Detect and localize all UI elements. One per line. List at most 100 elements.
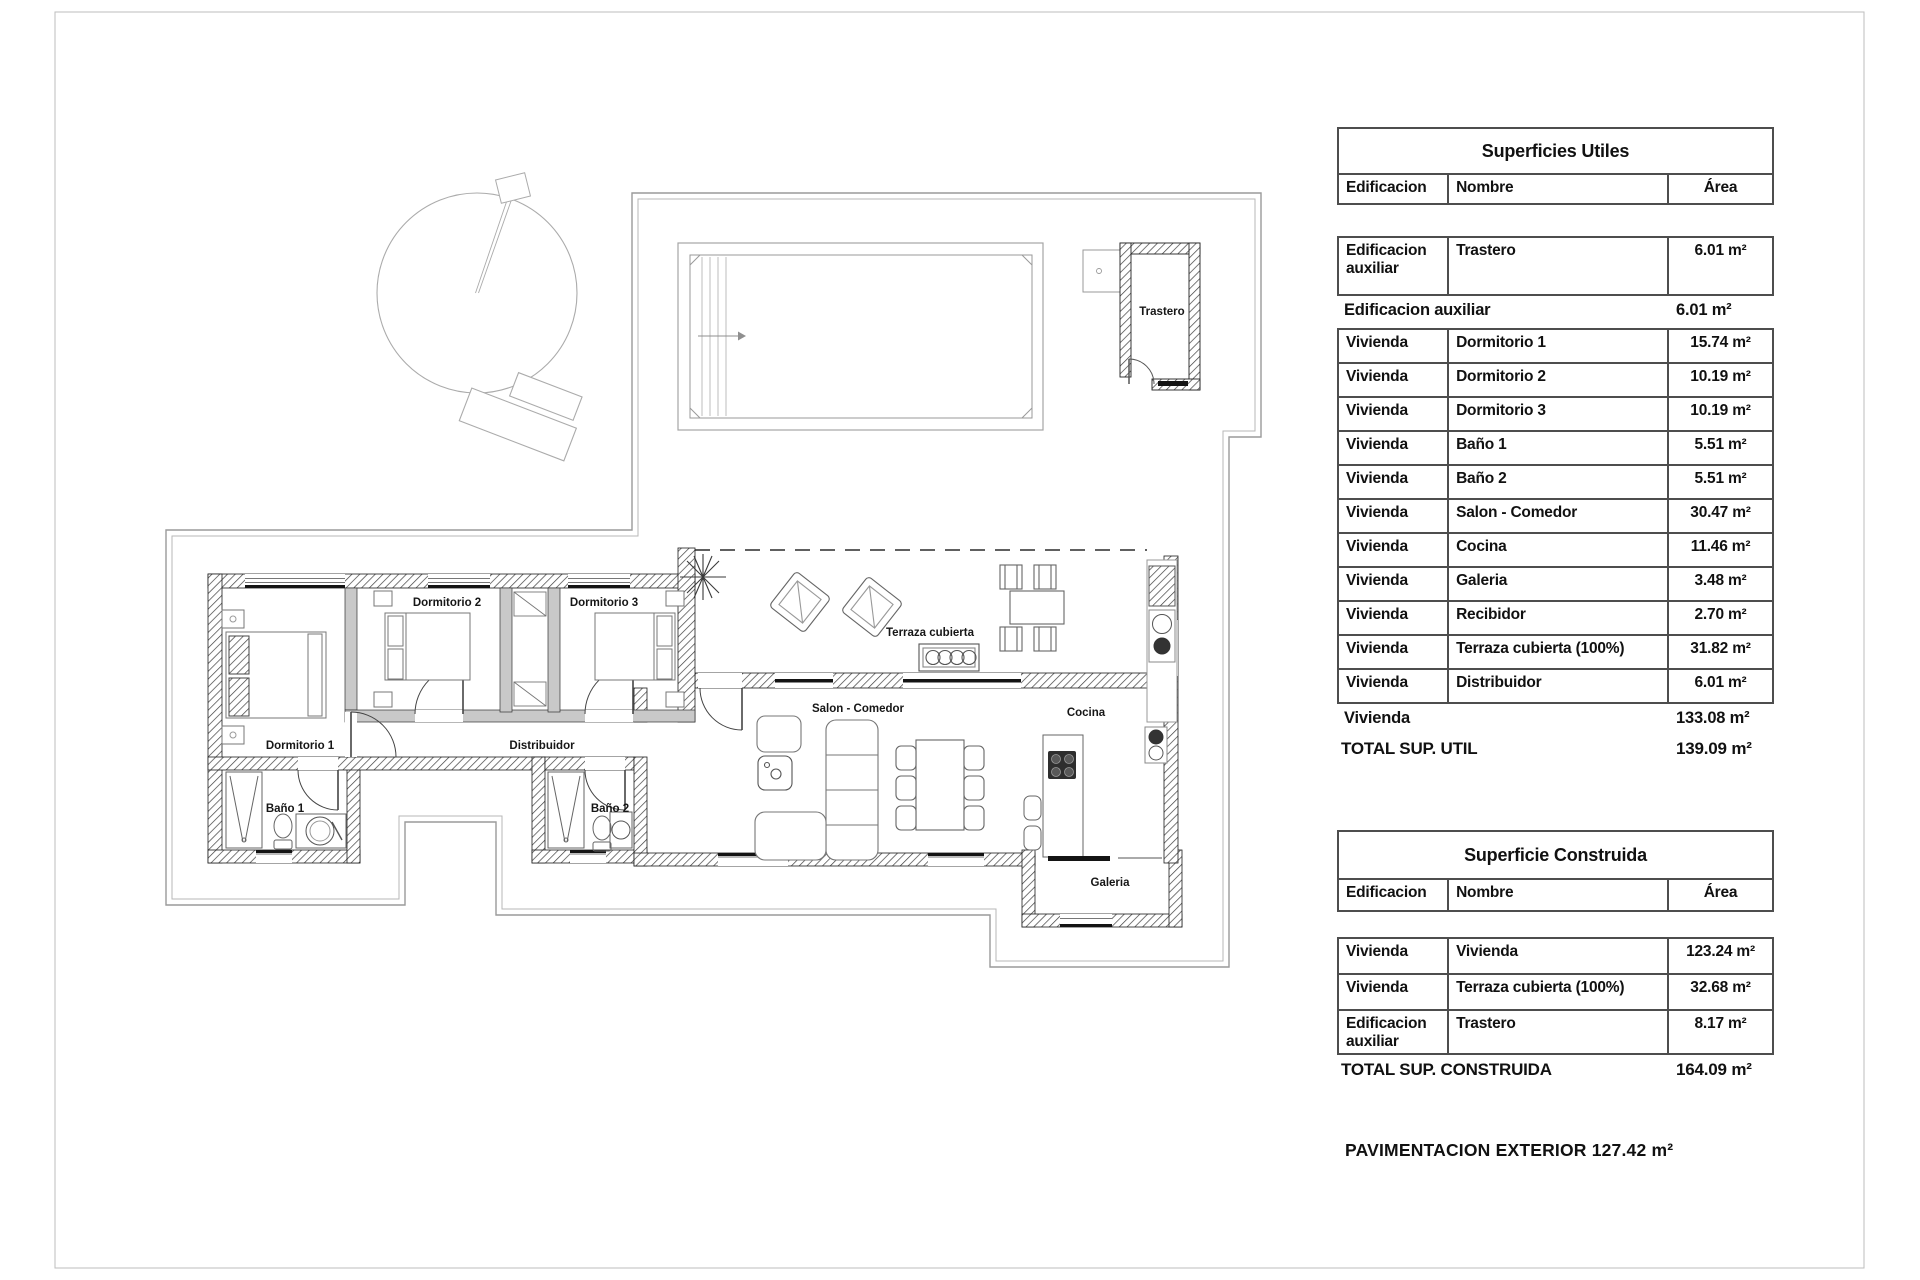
table-row: Edificacion auxiliarTrastero8.17 m²	[1339, 1009, 1772, 1053]
toilet-icon	[274, 814, 292, 838]
cell-nombre: Recibidor	[1449, 602, 1669, 634]
room-label-trastero: Trastero	[1139, 306, 1184, 318]
stool-icon	[1024, 826, 1041, 850]
cell-edificacion: Vivienda	[1339, 975, 1449, 1009]
cell-edificacion: Vivienda	[1339, 432, 1449, 464]
table-row: ViviendaTerraza cubierta (100%)32.68 m²	[1339, 973, 1772, 1009]
cell-area: 30.47 m²	[1669, 500, 1772, 532]
cell-nombre: Dormitorio 3	[1449, 398, 1669, 430]
table-row: ViviendaDormitorio 310.19 m²	[1339, 396, 1772, 430]
window	[568, 574, 630, 588]
room-label-salon-comedor: Salon - Comedor	[812, 703, 905, 715]
cell-area: 5.51 m²	[1669, 432, 1772, 464]
cell-nombre: Cocina	[1449, 534, 1669, 566]
bed-dormitorio1	[222, 610, 326, 744]
column-header: Nombre	[1449, 175, 1669, 203]
trastero-pad	[1083, 250, 1121, 292]
superficie-construida-table: Superficie Construida Edificacion Nombre…	[1337, 830, 1774, 1085]
subtotal-row: Vivienda 133.08 m²	[1337, 704, 1774, 734]
subtotal-row: Edificacion auxiliar 6.01 m²	[1337, 296, 1774, 328]
superficies-utiles-table: Superficies Utiles Edificacion Nombre Ár…	[1337, 127, 1774, 764]
table-group-construida: ViviendaVivienda123.24 m²ViviendaTerraza…	[1337, 937, 1774, 1055]
cell-area: 11.46 m²	[1669, 534, 1772, 566]
window	[1060, 914, 1112, 927]
room-label-cocina: Cocina	[1067, 707, 1106, 719]
cell-area: 15.74 m²	[1669, 330, 1772, 362]
terraza-furniture	[680, 554, 1064, 671]
cell-nombre: Dormitorio 2	[1449, 364, 1669, 396]
room-label-dormitorio2: Dormitorio 2	[413, 597, 481, 609]
column-header: Área	[1669, 175, 1772, 203]
total-row: TOTAL SUP. CONSTRUIDA 164.09 m²	[1337, 1055, 1774, 1085]
cell-area: 5.51 m²	[1669, 466, 1772, 498]
room-label-terraza-cubierta: Terraza cubierta	[886, 627, 975, 639]
cell-area: 2.70 m²	[1669, 602, 1772, 634]
cell-nombre: Vivienda	[1449, 939, 1669, 973]
trastero-door	[1129, 359, 1154, 384]
sink-icon	[296, 814, 346, 848]
outdoor-table-icon	[1010, 591, 1064, 624]
garden-circle	[377, 173, 577, 393]
room-label-dormitorio1: Dormitorio 1	[266, 740, 335, 752]
sink-icon	[610, 812, 632, 848]
cell-edificacion: Vivienda	[1339, 364, 1449, 396]
table-row: ViviendaRecibidor2.70 m²	[1339, 600, 1772, 634]
cell-area: 6.01 m²	[1669, 670, 1772, 702]
table-row: ViviendaDistribuidor6.01 m²	[1339, 668, 1772, 702]
column-header: Edificacion	[1339, 175, 1449, 203]
cell-nombre: Distribuidor	[1449, 670, 1669, 702]
cell-edificacion: Vivienda	[1339, 602, 1449, 634]
cell-nombre: Trastero	[1449, 1011, 1669, 1053]
table-row: ViviendaTerraza cubierta (100%)31.82 m²	[1339, 634, 1772, 668]
cell-edificacion: Vivienda	[1339, 534, 1449, 566]
table-row: ViviendaVivienda123.24 m²	[1339, 939, 1772, 973]
cell-nombre: Galeria	[1449, 568, 1669, 600]
window	[245, 574, 345, 588]
table-row: ViviendaCocina11.46 m²	[1339, 532, 1772, 566]
table-row: ViviendaBaño 25.51 m²	[1339, 464, 1772, 498]
cell-edificacion: Vivienda	[1339, 939, 1449, 973]
fridge-icon	[1149, 566, 1175, 606]
cell-edificacion: Vivienda	[1339, 636, 1449, 668]
table-row: ViviendaDormitorio 210.19 m²	[1339, 362, 1772, 396]
salon-furniture	[755, 716, 984, 860]
window	[570, 850, 606, 863]
column-header: Edificacion	[1339, 880, 1449, 910]
cell-edificacion: Vivienda	[1339, 330, 1449, 362]
trastero-window-sill	[1158, 381, 1188, 386]
cell-edificacion: Vivienda	[1339, 670, 1449, 702]
cell-area: 10.19 m²	[1669, 398, 1772, 430]
bbq-icon	[919, 644, 979, 671]
column-header: Área	[1669, 880, 1772, 910]
room-label-distribuidor: Distribuidor	[509, 740, 575, 752]
table-header-box: Superficies Utiles Edificacion Nombre Ár…	[1337, 127, 1774, 205]
outdoor-armchair-icon	[769, 571, 831, 633]
table-group-auxiliar: Edificacion auxiliarTrastero6.01 m²	[1337, 236, 1774, 296]
cell-nombre: Baño 2	[1449, 466, 1669, 498]
chaise-icon	[755, 812, 826, 860]
room-label-bano2: Baño 2	[591, 803, 629, 815]
table-row: ViviendaSalon - Comedor30.47 m²	[1339, 498, 1772, 532]
room-label-bano1: Baño 1	[266, 803, 305, 815]
table-group-vivienda: ViviendaDormitorio 115.74 m²ViviendaDorm…	[1337, 328, 1774, 704]
cell-area: 6.01 m²	[1669, 238, 1772, 294]
table-row: ViviendaGaleria3.48 m²	[1339, 566, 1772, 600]
window	[428, 574, 490, 588]
cell-edificacion: Edificacion auxiliar	[1339, 1011, 1449, 1053]
table-row: ViviendaBaño 15.51 m²	[1339, 430, 1772, 464]
cell-nombre: Terraza cubierta (100%)	[1449, 975, 1669, 1009]
cell-area: 8.17 m²	[1669, 1011, 1772, 1053]
pavimentacion-note: PAVIMENTACION EXTERIOR 127.42 m²	[1345, 1140, 1673, 1161]
room-label-galeria: Galeria	[1091, 877, 1131, 889]
cell-edificacion: Vivienda	[1339, 398, 1449, 430]
room-label-dormitorio3: Dormitorio 3	[570, 597, 638, 609]
dining-table-icon	[916, 740, 964, 830]
cell-nombre: Terraza cubierta (100%)	[1449, 636, 1669, 668]
cell-edificacion: Edificacion auxiliar	[1339, 238, 1449, 294]
cell-area: 123.24 m²	[1669, 939, 1772, 973]
cell-area: 31.82 m²	[1669, 636, 1772, 668]
cell-edificacion: Vivienda	[1339, 466, 1449, 498]
window	[928, 853, 984, 866]
cell-nombre: Salon - Comedor	[1449, 500, 1669, 532]
swimming-pool	[678, 243, 1043, 430]
